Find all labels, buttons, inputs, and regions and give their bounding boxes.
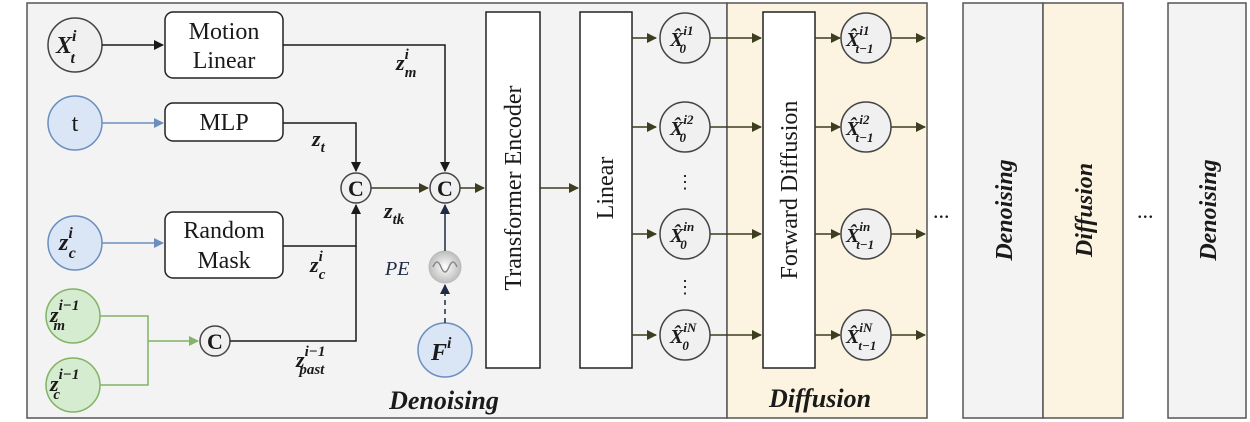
concat-label-2: C: [437, 176, 453, 201]
linear-label: Linear: [593, 157, 619, 220]
repeat-diffusion-label: Diffusion: [1072, 163, 1098, 258]
edge-motion-concat2: [283, 44, 450, 172]
random-mask-label-1: Random: [183, 218, 265, 244]
vdots-1: ⋮: [676, 172, 694, 192]
concat-label-3: C: [207, 329, 223, 354]
forward-diffusion-block: [762, 11, 816, 369]
vdots-2: ⋮: [676, 277, 694, 297]
random-mask-block: [164, 211, 284, 279]
repeat-denoising-label-1: Denoising: [992, 159, 1018, 261]
ellipsis-1: ...: [933, 198, 950, 223]
diffusion-section-label: Diffusion: [768, 384, 871, 413]
pe-label: PE: [384, 258, 409, 280]
repeat-denoising-panel-2: [1167, 2, 1247, 419]
transformer-encoder-label: Transformer Encoder: [501, 85, 527, 290]
ellipsis-2: ...: [1137, 198, 1154, 223]
input-f-label: Fi: [430, 335, 452, 366]
forward-diffusion-label: Forward Diffusion: [777, 101, 803, 280]
diffusion-panel: [726, 2, 928, 419]
edge-mlp-concat1: [283, 122, 361, 172]
denoising-section-label: Denoising: [388, 386, 499, 415]
repeat-denoising-label-2: Denoising: [1196, 159, 1222, 261]
edge-label-zt: zt: [311, 126, 326, 156]
transformer-encoder-block: [485, 11, 541, 369]
repeat-denoising-panel-1: [962, 2, 1044, 419]
mlp-label: MLP: [199, 110, 248, 136]
motion-linear-label-2: Linear: [193, 48, 256, 74]
concat-label-1: C: [348, 176, 364, 201]
edge-zm-prev-merge: [100, 315, 149, 386]
sine-wave-icon: [432, 261, 458, 273]
repeat-diffusion-panel: [1042, 2, 1124, 419]
motion-linear-label-1: Motion: [189, 19, 260, 45]
input-t-label: t: [72, 111, 79, 137]
edge-concat3-concat1: [230, 246, 357, 342]
linear-block: [579, 11, 633, 369]
random-mask-label-2: Mask: [197, 248, 250, 274]
edge-label-ztk: ztk: [383, 198, 405, 228]
mlp-block: [164, 102, 284, 142]
